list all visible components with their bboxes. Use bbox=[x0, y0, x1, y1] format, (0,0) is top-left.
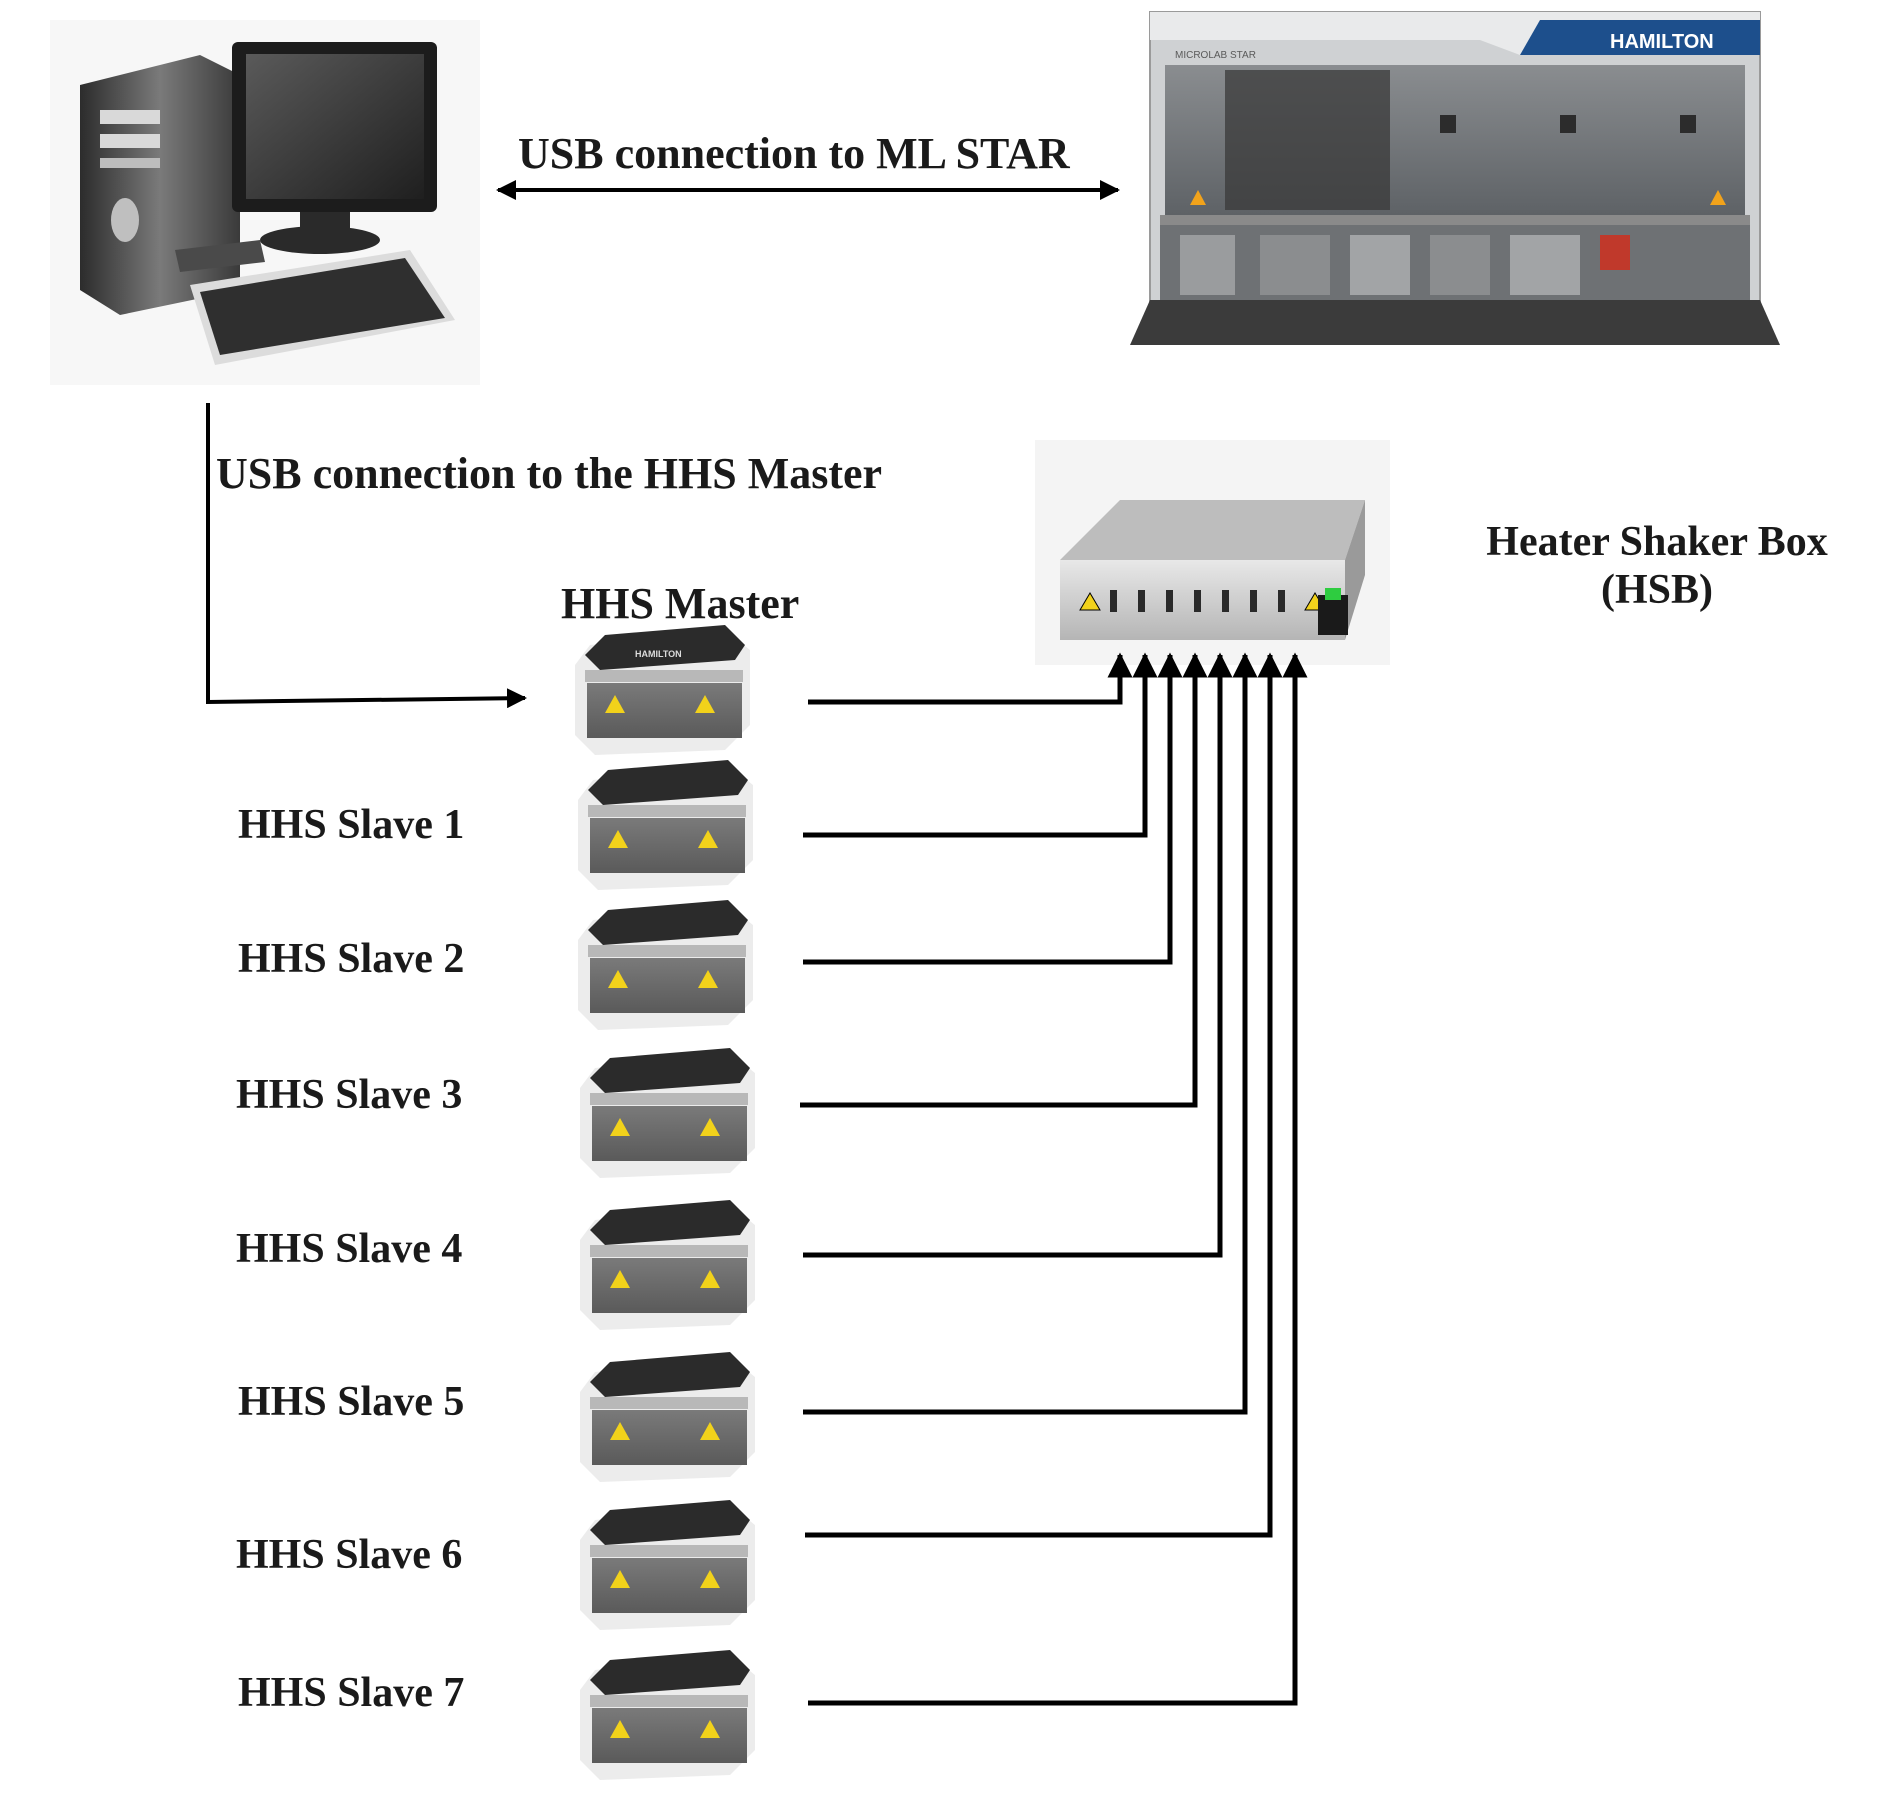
hhs-brand-text: HAMILTON bbox=[635, 649, 682, 659]
hhs-slave-6-unit-image bbox=[580, 1500, 755, 1630]
hsb-label-line1: Heater Shaker Box bbox=[1486, 519, 1828, 565]
hsb-label-line2: (HSB) bbox=[1600, 567, 1713, 614]
slave-4-to-hsb-line bbox=[803, 652, 1233, 1258]
slave-6-to-hsb-line bbox=[805, 652, 1283, 1538]
hhs-slave-4-label: HHS Slave 4 bbox=[236, 1226, 463, 1272]
hhs-slave-5-label: HHS Slave 5 bbox=[238, 1379, 465, 1425]
robot-brand-text: HAMILTON bbox=[1610, 31, 1714, 53]
ml-star-robot-image: HAMILTON MICROLAB STAR bbox=[1130, 10, 1780, 355]
slave-7-to-hsb-line bbox=[808, 652, 1308, 1706]
hhs-master-label: HHS Master bbox=[561, 579, 800, 628]
usb-hhs-master-label: USB connection to the HHS Master bbox=[216, 449, 883, 498]
master-to-hsb-line bbox=[808, 652, 1133, 705]
slave-2-to-hsb-line bbox=[803, 652, 1183, 965]
hsb-label: Heater Shaker Box (HSB) bbox=[1462, 518, 1852, 615]
hhs-slave-2-unit-image bbox=[578, 900, 753, 1030]
usb-ml-star-label: USB connection to ML STAR bbox=[518, 129, 1070, 178]
hhs-slave-4-unit-image bbox=[580, 1200, 755, 1330]
hhs-slave-6-label: HHS Slave 6 bbox=[236, 1532, 463, 1578]
slave-1-to-hsb-line bbox=[803, 652, 1158, 838]
hhs-slave-5-unit-image bbox=[580, 1352, 755, 1482]
hhs-slave-7-unit-image bbox=[580, 1650, 755, 1780]
hhs-slave-3-unit-image bbox=[580, 1048, 755, 1178]
hhs-master-unit-image: HAMILTON bbox=[575, 625, 750, 755]
hhs-slave-1-unit-image bbox=[578, 760, 753, 890]
usb-hhs-master-arrow bbox=[206, 403, 527, 709]
hhs-slave-3-label: HHS Slave 3 bbox=[236, 1072, 463, 1118]
heater-shaker-box-image bbox=[1035, 440, 1390, 665]
robot-model-text: MICROLAB STAR bbox=[1175, 50, 1256, 61]
hhs-slave-2-label: HHS Slave 2 bbox=[238, 936, 465, 982]
hhs-slave-7-label: HHS Slave 7 bbox=[238, 1670, 465, 1716]
slave-3-to-hsb-line bbox=[800, 652, 1208, 1108]
computer-image bbox=[50, 20, 480, 385]
hhs-slave-1-label: HHS Slave 1 bbox=[238, 802, 465, 848]
slave-5-to-hsb-line bbox=[803, 652, 1258, 1415]
